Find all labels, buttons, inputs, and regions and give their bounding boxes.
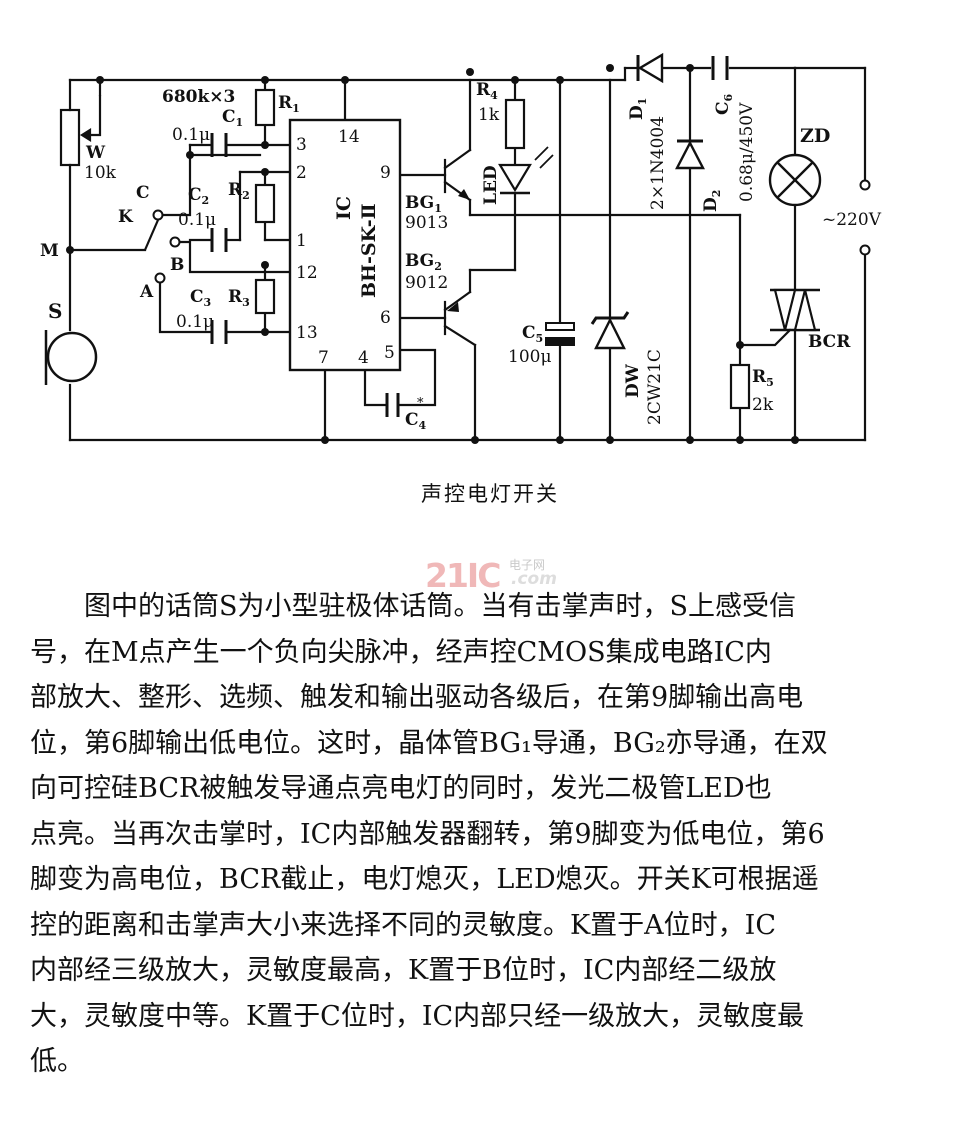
label-pin-6: 6 [380, 308, 391, 328]
label-bg2-part: 9012 [405, 273, 448, 293]
label-switch-c: C [136, 183, 150, 203]
potentiometer-w [59, 95, 102, 167]
watermark-main: 21IC [425, 556, 501, 595]
label-bg1: BG1 [405, 193, 442, 215]
label-c6-value: 0.68μ/450V [737, 102, 757, 202]
label-pin-3: 3 [296, 135, 307, 155]
label-pin-5: 5 [384, 343, 395, 363]
label-dw-part: 2CW21C [645, 349, 665, 425]
label-c4-mark: * [417, 396, 424, 411]
junction-dots [66, 64, 799, 444]
led-diode [498, 146, 554, 195]
label-ic-part: BH-SK-Ⅱ [358, 203, 380, 298]
paragraph-line: 低。 [30, 1046, 84, 1077]
capacitor-c5 [545, 322, 575, 346]
diode-d1 [636, 52, 664, 84]
label-c6: C6 [713, 93, 735, 115]
label-c3-value: 0.1μ [176, 312, 214, 332]
label-d1: D1 [627, 98, 649, 120]
label-c4: C4 [405, 410, 427, 432]
bg2-emitter-arrow [447, 302, 459, 312]
label-r4: R4 [476, 80, 498, 102]
paragraph-line: 大，灵敏度中等。K置于C位时，IC内部只经一级放大，灵敏度最 [30, 1000, 805, 1032]
description-paragraph: 图中的话筒S为小型驻极体话筒。当有击掌声时，S上感受信 号，在M点产生一个负向尖… [30, 584, 950, 1085]
label-led: LED [481, 165, 501, 205]
watermark-com: .com [511, 569, 557, 589]
capacitor-c1 [210, 133, 228, 157]
label-r2: R2 [228, 180, 250, 202]
label-c1: C1 [222, 107, 243, 129]
label-pin-2: 2 [296, 163, 307, 183]
label-pin-12: 12 [296, 263, 318, 283]
label-d2: D2 [701, 190, 723, 212]
schematic-labels: 680k×3 R1 C1 0.1μ R2 C2 0.1μ R3 C3 0.1μ … [40, 80, 882, 432]
label-r1-value: 680k×3 [162, 87, 235, 107]
paragraph-line: 部放大、整形、选频、触发和输出驱动各级后，在第9脚输出高电 [30, 682, 804, 713]
paragraph-line: 内部经三级放大，灵敏度最高，K置于B位时，IC内部经二级放 [30, 955, 777, 986]
label-r3: R3 [228, 287, 250, 309]
paragraph-line: 脚变为高电位，BCR截止，电灯熄灭，LED熄灭。开关K可根据遥 [30, 864, 819, 895]
label-switch-a: A [139, 282, 154, 302]
paragraph-line: 图中的话筒S为小型驻极体话筒。当有击掌声时，S上感受信 [84, 591, 796, 622]
label-bg1-part: 9013 [405, 213, 448, 233]
label-pin-13: 13 [296, 323, 318, 343]
label-pin-4: 4 [358, 348, 369, 368]
switch-contacts [152, 179, 871, 284]
label-pin-9: 9 [380, 163, 391, 183]
watermark-sub: 电子网 [509, 558, 546, 572]
label-pin-14: 14 [338, 127, 360, 147]
watermark-logo: 21IC 电子网 .com [425, 556, 565, 595]
paragraph-line: 向可控硅BCR被触发导通点亮电灯的同时，发光二极管LED也 [30, 773, 772, 804]
paragraph-line: 点亮。当再次击掌时，IC内部触发器翻转，第9脚变为低电位，第6 [30, 818, 825, 850]
label-c5: C5 [522, 323, 543, 345]
lamp-zd [768, 153, 822, 207]
label-ic: IC [333, 196, 355, 220]
label-r5-value: 2k [752, 395, 774, 415]
paragraph-line: 控的距离和击掌声大小来选择不同的灵敏度。K置于A位时，IC [30, 909, 776, 941]
paragraph-line: 号，在M点产生一个负向尖脉冲，经声控CMOS集成电路IC内 [30, 636, 772, 668]
figure-caption: 声控电灯开关 [421, 482, 559, 506]
label-d-part: 2×1N4004 [648, 116, 668, 210]
label-c2-value: 0.1μ [178, 210, 216, 230]
label-dw: DW [623, 363, 643, 398]
ic-bh-sk-ii [288, 118, 402, 372]
label-node-m: M [40, 241, 59, 261]
capacitor-c6 [711, 56, 729, 80]
label-switch-k: K [118, 207, 134, 227]
resistor-r4 [504, 98, 526, 150]
label-switch-b: B [170, 255, 184, 275]
zener-dw [590, 311, 630, 350]
label-zd: ZD [800, 125, 830, 147]
triac-bcr [770, 288, 820, 332]
diode-d2 [675, 139, 705, 170]
label-pin-1: 1 [296, 231, 307, 251]
label-w: W [85, 143, 106, 163]
resistor-r3 [254, 278, 276, 315]
label-r1: R1 [278, 93, 300, 115]
microphone-s [44, 330, 98, 385]
resistor-r1 [254, 88, 276, 127]
label-c2: C2 [188, 185, 209, 207]
capacitor-c4 [385, 393, 400, 417]
capacitor-c3 [210, 320, 228, 344]
label-mains: ~220V [822, 210, 882, 230]
bg1-emitter-arrow [458, 189, 470, 200]
label-c5-value: 100μ [508, 347, 552, 367]
label-pin-7: 7 [318, 348, 329, 368]
resistor-r5 [729, 363, 751, 410]
circuit-schematic: 680k×3 R1 C1 0.1μ R2 C2 0.1μ R3 C3 0.1μ … [40, 52, 882, 444]
label-bcr: BCR [808, 332, 851, 352]
label-r5: R5 [752, 367, 774, 389]
capacitor-c2 [210, 228, 228, 252]
label-c3: C3 [190, 287, 211, 309]
label-w-value: 10k [84, 163, 117, 183]
label-bg2: BG2 [405, 251, 442, 273]
label-r4-value: 1k [478, 105, 500, 125]
resistor-r2 [254, 183, 276, 224]
label-mic-s: S [48, 299, 62, 323]
label-c1-value: 0.1μ [172, 125, 210, 145]
paragraph-line: 位，第6脚输出低电位。这时，晶体管BG₁导通，BG₂亦导通，在双 [30, 727, 828, 759]
switch-k-blade [143, 219, 160, 251]
